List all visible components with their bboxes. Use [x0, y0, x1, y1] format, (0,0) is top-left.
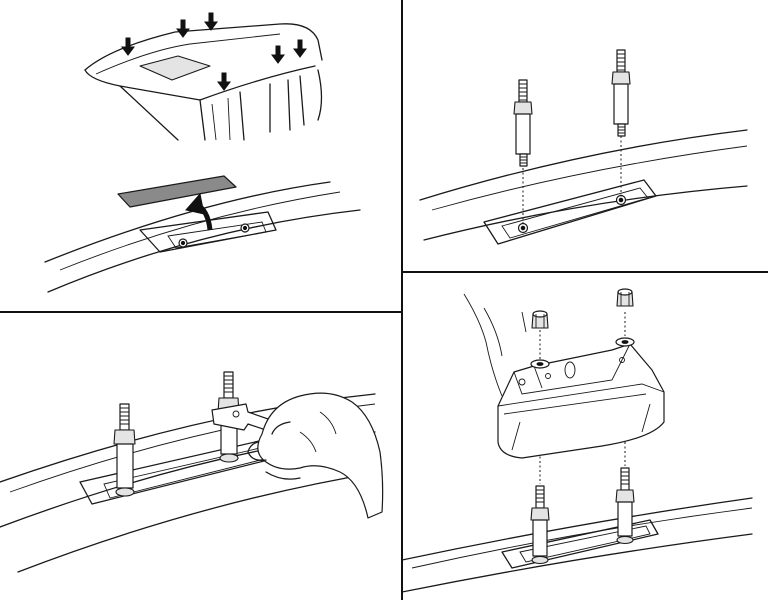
sunroof — [139, 55, 211, 81]
panel-step-2 — [402, 0, 768, 272]
down-arrow-icon — [176, 19, 190, 38]
panel-step-1 — [0, 0, 402, 312]
divider-vertical — [401, 0, 403, 600]
nut-icon — [531, 310, 549, 329]
stud-icon — [530, 485, 550, 565]
rack-foot — [497, 343, 665, 459]
down-arrow-icon — [204, 12, 218, 31]
nut-icon — [616, 288, 634, 307]
rail-cover-strip — [117, 175, 237, 208]
car-roof-illustration — [84, 23, 323, 141]
roof-rail — [44, 181, 361, 293]
roof-rail — [402, 497, 753, 593]
panel-step-4 — [402, 272, 768, 600]
panel-step-3 — [0, 312, 402, 600]
divider-left-horizontal — [0, 311, 402, 313]
stud-icon — [113, 403, 136, 497]
down-arrow-icon — [121, 37, 135, 56]
stud-icon — [615, 467, 635, 545]
down-arrow-icon — [217, 72, 231, 91]
stud-icon — [513, 79, 533, 167]
washer-icon — [615, 337, 635, 347]
car-body-outline — [463, 293, 503, 397]
down-arrow-icon — [271, 45, 285, 64]
hand-icon — [247, 392, 384, 519]
washer-icon — [530, 359, 550, 369]
roof-arrows — [121, 12, 307, 91]
curved-arrow-icon — [185, 192, 213, 231]
roof-rail — [419, 129, 748, 245]
stud-icon — [611, 49, 631, 137]
divider-right-horizontal — [402, 271, 768, 273]
down-arrow-icon — [293, 39, 307, 58]
